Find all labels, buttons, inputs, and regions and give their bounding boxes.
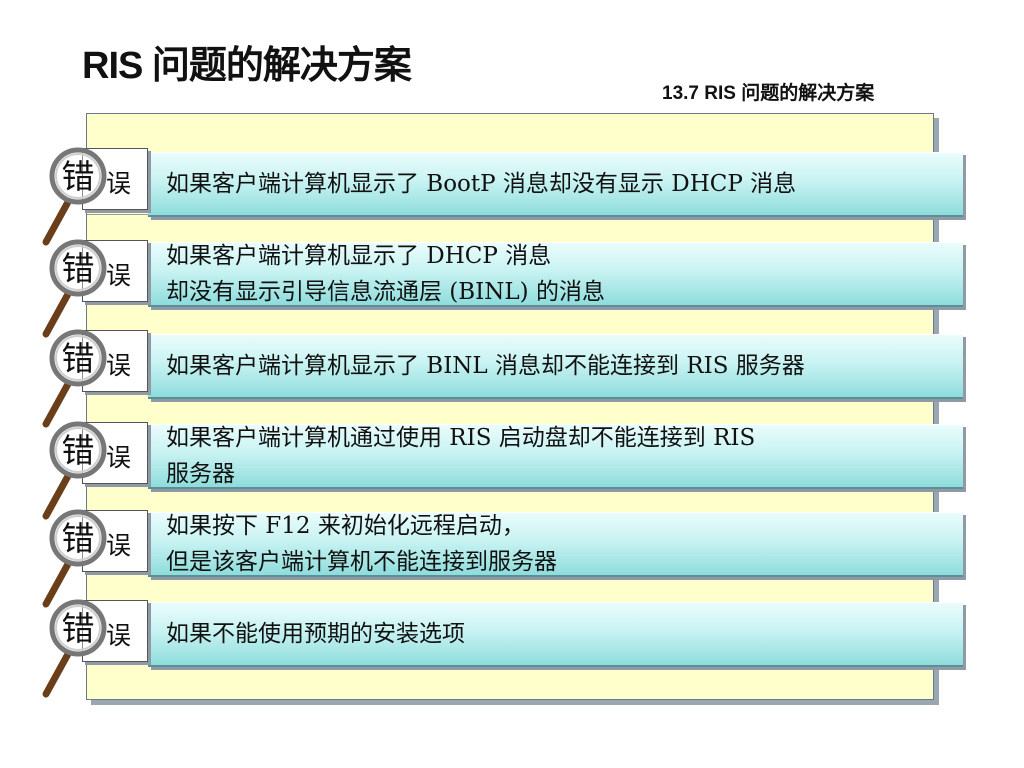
item-text-line1: 如果不能使用预期的安装选项 (166, 621, 465, 647)
badge-char2: 误 (106, 261, 132, 290)
item-bar: 如果客户端计算机显示了 BootP 消息却没有显示 DHCP 消息 (148, 152, 963, 217)
badge-char1: 错 (62, 249, 95, 288)
item-text-line1: 如果按下 F12 来初始化远程启动， (166, 513, 525, 539)
page-title: RIS 问题的解决方案 (82, 45, 412, 87)
magnifier-icon: 错 (42, 509, 107, 608)
item-text: 如果客户端计算机显示了 DHCP 消息 却没有显示引导信息流通层 (BINL) … (166, 238, 605, 310)
item-text-line2: 服务器 (166, 461, 235, 487)
magnifier-icon: 错 (42, 239, 107, 338)
item-bar: 如果按下 F12 来初始化远程启动， 但是该客户端计算机不能连接到服务器 (148, 512, 963, 577)
badge-char1: 错 (62, 609, 95, 648)
list-item: 如果不能使用预期的安装选项 错 误 (0, 592, 1024, 698)
badge-char2: 误 (106, 621, 132, 650)
list-item: 如果客户端计算机显示了 DHCP 消息 却没有显示引导信息流通层 (BINL) … (0, 232, 1024, 338)
magnifier-icon: 错 (42, 421, 107, 520)
item-text: 如果不能使用预期的安装选项 (166, 616, 465, 652)
badge-char1: 错 (62, 519, 95, 558)
list-item: 如果客户端计算机通过使用 RIS 启动盘却不能连接到 RIS 服务器 错 误 (0, 414, 1024, 520)
magnifier-icon: 错 (42, 599, 107, 698)
item-text-line1: 如果客户端计算机显示了 BootP 消息却没有显示 DHCP 消息 (166, 171, 797, 197)
badge-char1: 错 (62, 157, 95, 196)
item-text-line2: 却没有显示引导信息流通层 (BINL) 的消息 (166, 279, 605, 305)
item-bar: 如果客户端计算机通过使用 RIS 启动盘却不能连接到 RIS 服务器 (148, 424, 963, 489)
item-text: 如果客户端计算机显示了 BINL 消息却不能连接到 RIS 服务器 (166, 348, 805, 384)
item-text-line1: 如果客户端计算机显示了 BINL 消息却不能连接到 RIS 服务器 (166, 353, 805, 379)
list-item: 如果按下 F12 来初始化远程启动， 但是该客户端计算机不能连接到服务器 错 误 (0, 502, 1024, 608)
badge-char1: 错 (62, 431, 95, 470)
list-item: 如果客户端计算机显示了 BootP 消息却没有显示 DHCP 消息 错 误 (0, 142, 1024, 246)
item-text-line1: 如果客户端计算机显示了 DHCP 消息 (166, 243, 552, 269)
item-bar: 如果客户端计算机显示了 BINL 消息却不能连接到 RIS 服务器 (148, 334, 963, 399)
magnifier-icon: 错 (42, 147, 107, 246)
badge-char2: 误 (106, 169, 132, 198)
item-text: 如果按下 F12 来初始化远程启动， 但是该客户端计算机不能连接到服务器 (166, 508, 557, 580)
magnifier-icon: 错 (42, 329, 107, 428)
badge-char2: 误 (106, 443, 132, 472)
item-text-line1: 如果客户端计算机通过使用 RIS 启动盘却不能连接到 RIS (166, 425, 756, 451)
item-bar: 如果客户端计算机显示了 DHCP 消息 却没有显示引导信息流通层 (BINL) … (148, 242, 963, 307)
item-text: 如果客户端计算机通过使用 RIS 启动盘却不能连接到 RIS 服务器 (166, 420, 755, 492)
list-item: 如果客户端计算机显示了 BINL 消息却不能连接到 RIS 服务器 错 误 (0, 322, 1024, 428)
item-text-line2: 但是该客户端计算机不能连接到服务器 (166, 549, 557, 575)
badge-char2: 误 (106, 531, 132, 560)
badge-char2: 误 (106, 351, 132, 380)
badge-char1: 错 (62, 339, 95, 378)
item-text: 如果客户端计算机显示了 BootP 消息却没有显示 DHCP 消息 (166, 166, 796, 202)
section-label: 13.7 RIS 问题的解决方案 (662, 83, 875, 104)
item-bar: 如果不能使用预期的安装选项 (148, 602, 963, 667)
